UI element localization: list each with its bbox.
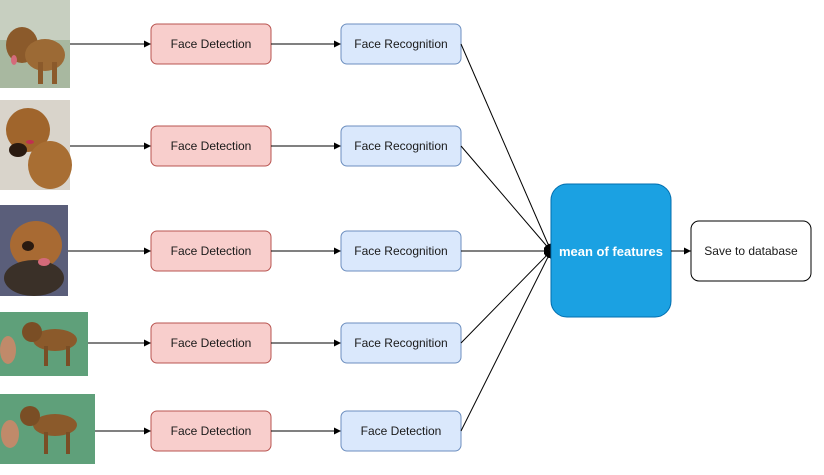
row-3: Face Detection Face Recognition	[0, 205, 462, 296]
edge-row-4-to-center	[460, 250, 552, 344]
converging-edges	[460, 43, 552, 432]
mean-of-features-label: mean of features	[559, 244, 663, 259]
row-2: Face Detection Face Recognition	[0, 100, 462, 190]
edge-row-1-to-center	[460, 43, 552, 252]
edge-row-5-to-center	[460, 250, 552, 432]
face-recognition-label-4: Face Recognition	[354, 336, 447, 350]
face-recognition-label-2: Face Recognition	[354, 139, 447, 153]
save-to-database-label: Save to database	[704, 244, 798, 258]
face-detection-label-5: Face Detection	[171, 424, 252, 438]
dog-photo-3	[0, 205, 68, 296]
face-recognition-label-1: Face Recognition	[354, 37, 447, 51]
face-detection-label-3: Face Detection	[171, 244, 252, 258]
edge-row-2-to-center	[460, 145, 552, 252]
dog-photo-2	[0, 100, 72, 190]
row-5: Face Detection Face Detection	[0, 394, 462, 464]
row-1: Face Detection Face Recognition	[0, 0, 462, 88]
face-recognition-label-3: Face Recognition	[354, 244, 447, 258]
row-4: Face Detection Face Recognition	[0, 312, 462, 376]
save-to-database-node	[690, 220, 812, 282]
dog-photo-5	[0, 394, 95, 464]
face-detection-label-4: Face Detection	[171, 336, 252, 350]
dog-photo-1	[0, 0, 70, 88]
face-detection-second-label-5: Face Detection	[361, 424, 442, 438]
dog-photo-4	[0, 312, 88, 376]
face-detection-label-2: Face Detection	[171, 139, 252, 153]
face-detection-label-1: Face Detection	[171, 37, 252, 51]
